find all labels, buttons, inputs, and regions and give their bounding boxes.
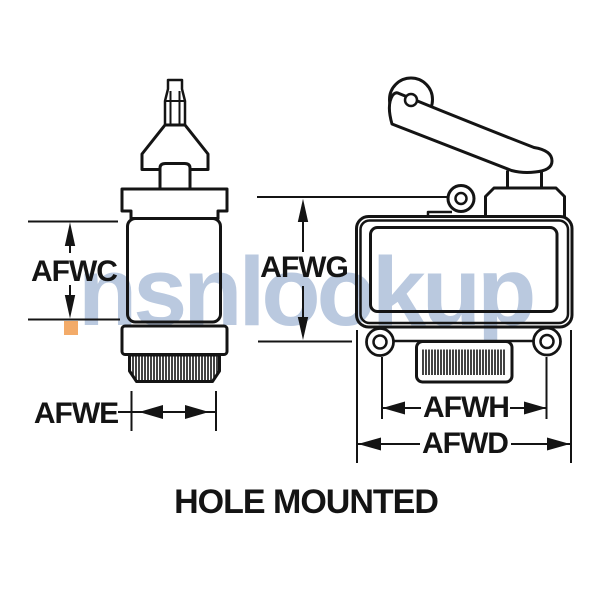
threaded-bushing <box>128 353 221 383</box>
lever-switch-body-outer <box>355 215 574 329</box>
dimension-afwh <box>381 357 548 419</box>
plunger-base-block <box>484 186 566 218</box>
dimension-afwg <box>257 196 448 343</box>
afwd-right-arrow <box>547 437 570 451</box>
afwe-left-arrow <box>139 405 163 419</box>
right-mounting-hole <box>539 333 555 350</box>
lever-switch-figure <box>355 76 574 384</box>
dimension-afwe <box>118 391 217 431</box>
afwg-label: AFWG <box>260 251 348 284</box>
top-flange <box>120 187 229 220</box>
roller-axle-hole <box>403 92 419 108</box>
afwh-label: AFWH <box>423 391 509 424</box>
lever-pivot-hole <box>454 191 468 206</box>
lever-switch-panel <box>369 226 559 313</box>
figure-caption: HOLE MOUNTED <box>174 483 438 521</box>
lever-switch-body-inner <box>359 219 570 325</box>
plunger-switch-figure <box>120 78 229 383</box>
afwg-down-arrow <box>297 317 309 340</box>
terminal-block <box>415 340 514 384</box>
plunger-tip <box>163 78 187 128</box>
afwh-right-arrow <box>524 401 547 415</box>
afwe-right-arrow <box>185 405 209 419</box>
switch-body <box>126 217 222 324</box>
lower-flange <box>120 324 229 356</box>
lever-plunger <box>506 170 543 188</box>
lever-arm <box>387 91 554 174</box>
dimension-afwc <box>28 220 120 321</box>
actuator-bell <box>140 123 210 171</box>
dimension-afwd <box>356 330 572 463</box>
afwc-label: AFWC <box>31 255 117 288</box>
afwc-up-arrow <box>64 222 76 246</box>
afwh-left-arrow <box>382 401 405 415</box>
afwg-up-arrow <box>297 198 309 222</box>
afwc-down-arrow <box>64 295 76 319</box>
mounting-ears <box>365 326 562 357</box>
afwd-label: AFWD <box>422 427 508 460</box>
actuator-neck <box>158 169 192 189</box>
afwe-label: AFWE <box>34 397 118 430</box>
afwd-left-arrow <box>358 437 381 451</box>
left-mounting-hole <box>372 334 388 350</box>
